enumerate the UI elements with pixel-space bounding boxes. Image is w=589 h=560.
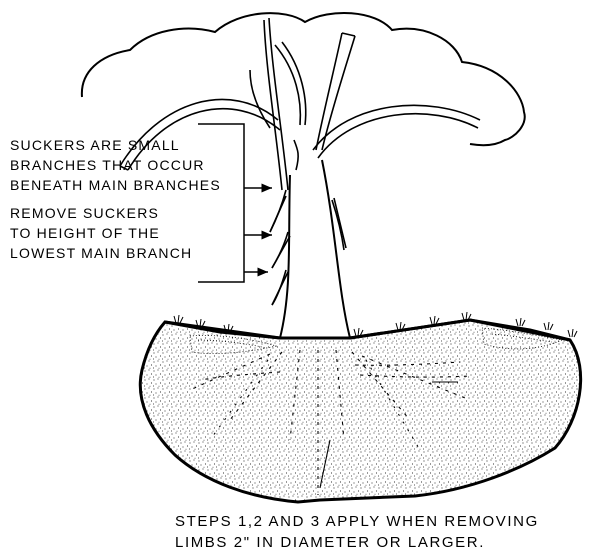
- canopy-outline: [82, 13, 525, 145]
- root-ball-soil: [140, 320, 580, 502]
- remove-suckers-line-1: REMOVE SUCKERS: [10, 205, 159, 222]
- suckers-definition-line-1: SUCKERS ARE SMALL: [10, 137, 180, 154]
- suckers-definition-line-3: BENEATH MAIN BRANCHES: [10, 177, 221, 194]
- suckers-definition-line-2: BRANCHES THAT OCCUR: [10, 157, 205, 174]
- label-bracket: [198, 124, 244, 282]
- remove-suckers-line-2: TO HEIGHT OF THE: [10, 225, 160, 242]
- tree-trunk: [280, 160, 350, 338]
- caption-line-2: LIMBS 2" IN DIAMETER OR LARGER.: [175, 533, 485, 553]
- remove-suckers-line-3: LOWEST MAIN BRANCH: [10, 245, 192, 262]
- caption-line-1: STEPS 1,2 AND 3 APPLY WHEN REMOVING: [175, 512, 539, 532]
